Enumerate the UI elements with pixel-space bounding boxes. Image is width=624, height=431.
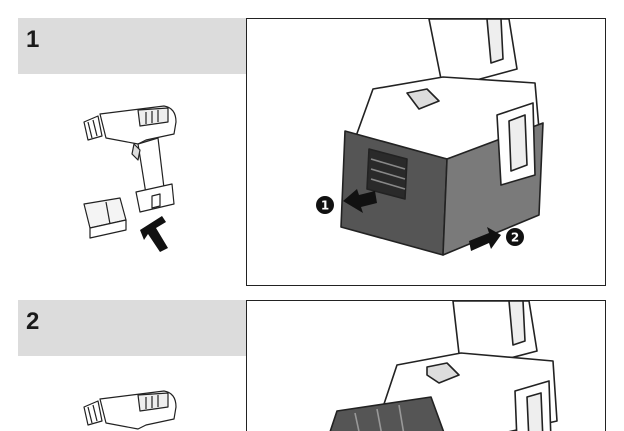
step-1-thumbnail (76, 100, 186, 260)
step-1-detail-panel: 1 2 (246, 18, 606, 286)
battery-rib (354, 412, 360, 431)
battery-groove (105, 201, 111, 225)
chuck-ridge (87, 406, 93, 424)
battery-base (89, 219, 127, 239)
callout-2-label: 2 (511, 231, 519, 245)
belt-clip-slot (508, 114, 528, 172)
battery-rib (398, 404, 405, 431)
foot-emblem (426, 362, 460, 384)
chuck-ridge (92, 119, 98, 137)
press-arrow (343, 189, 377, 213)
battery-rib (376, 408, 382, 431)
handle-grip (508, 301, 526, 346)
callout-2-marker (506, 228, 524, 246)
slide-arrow (469, 227, 501, 251)
drill-chuck (83, 400, 103, 426)
chuck-ridge (87, 121, 93, 139)
battery-pack (329, 396, 445, 431)
step-1-header: 1 (18, 18, 246, 74)
step-2-thumbnail (76, 385, 186, 431)
drill-handle (137, 137, 165, 195)
drill-detached-battery-illustration (83, 105, 177, 252)
foot-emblem (406, 88, 440, 110)
drill-chuck (83, 115, 103, 141)
callout-1-marker (316, 196, 334, 214)
step-2-header: 2 (18, 300, 246, 356)
button-rib (370, 168, 406, 180)
step-2-number: 2 (26, 308, 40, 335)
drill-trigger (131, 143, 141, 161)
step-2-detail-panel (246, 300, 606, 431)
step-1-number: 1 (26, 26, 40, 53)
remove-arrow (140, 216, 168, 252)
belt-clip-slot (526, 392, 544, 431)
battery-release-detail-illustration: 1 2 (316, 19, 544, 256)
battery-release (151, 193, 161, 209)
button-rib (370, 158, 406, 170)
drill-illustration (83, 390, 177, 430)
chuck-ridge (92, 404, 98, 422)
callout-1-label: 1 (321, 199, 329, 213)
handle-grip (486, 19, 504, 64)
button-rib (370, 178, 406, 190)
battery-insert-detail-illustration (329, 301, 558, 431)
